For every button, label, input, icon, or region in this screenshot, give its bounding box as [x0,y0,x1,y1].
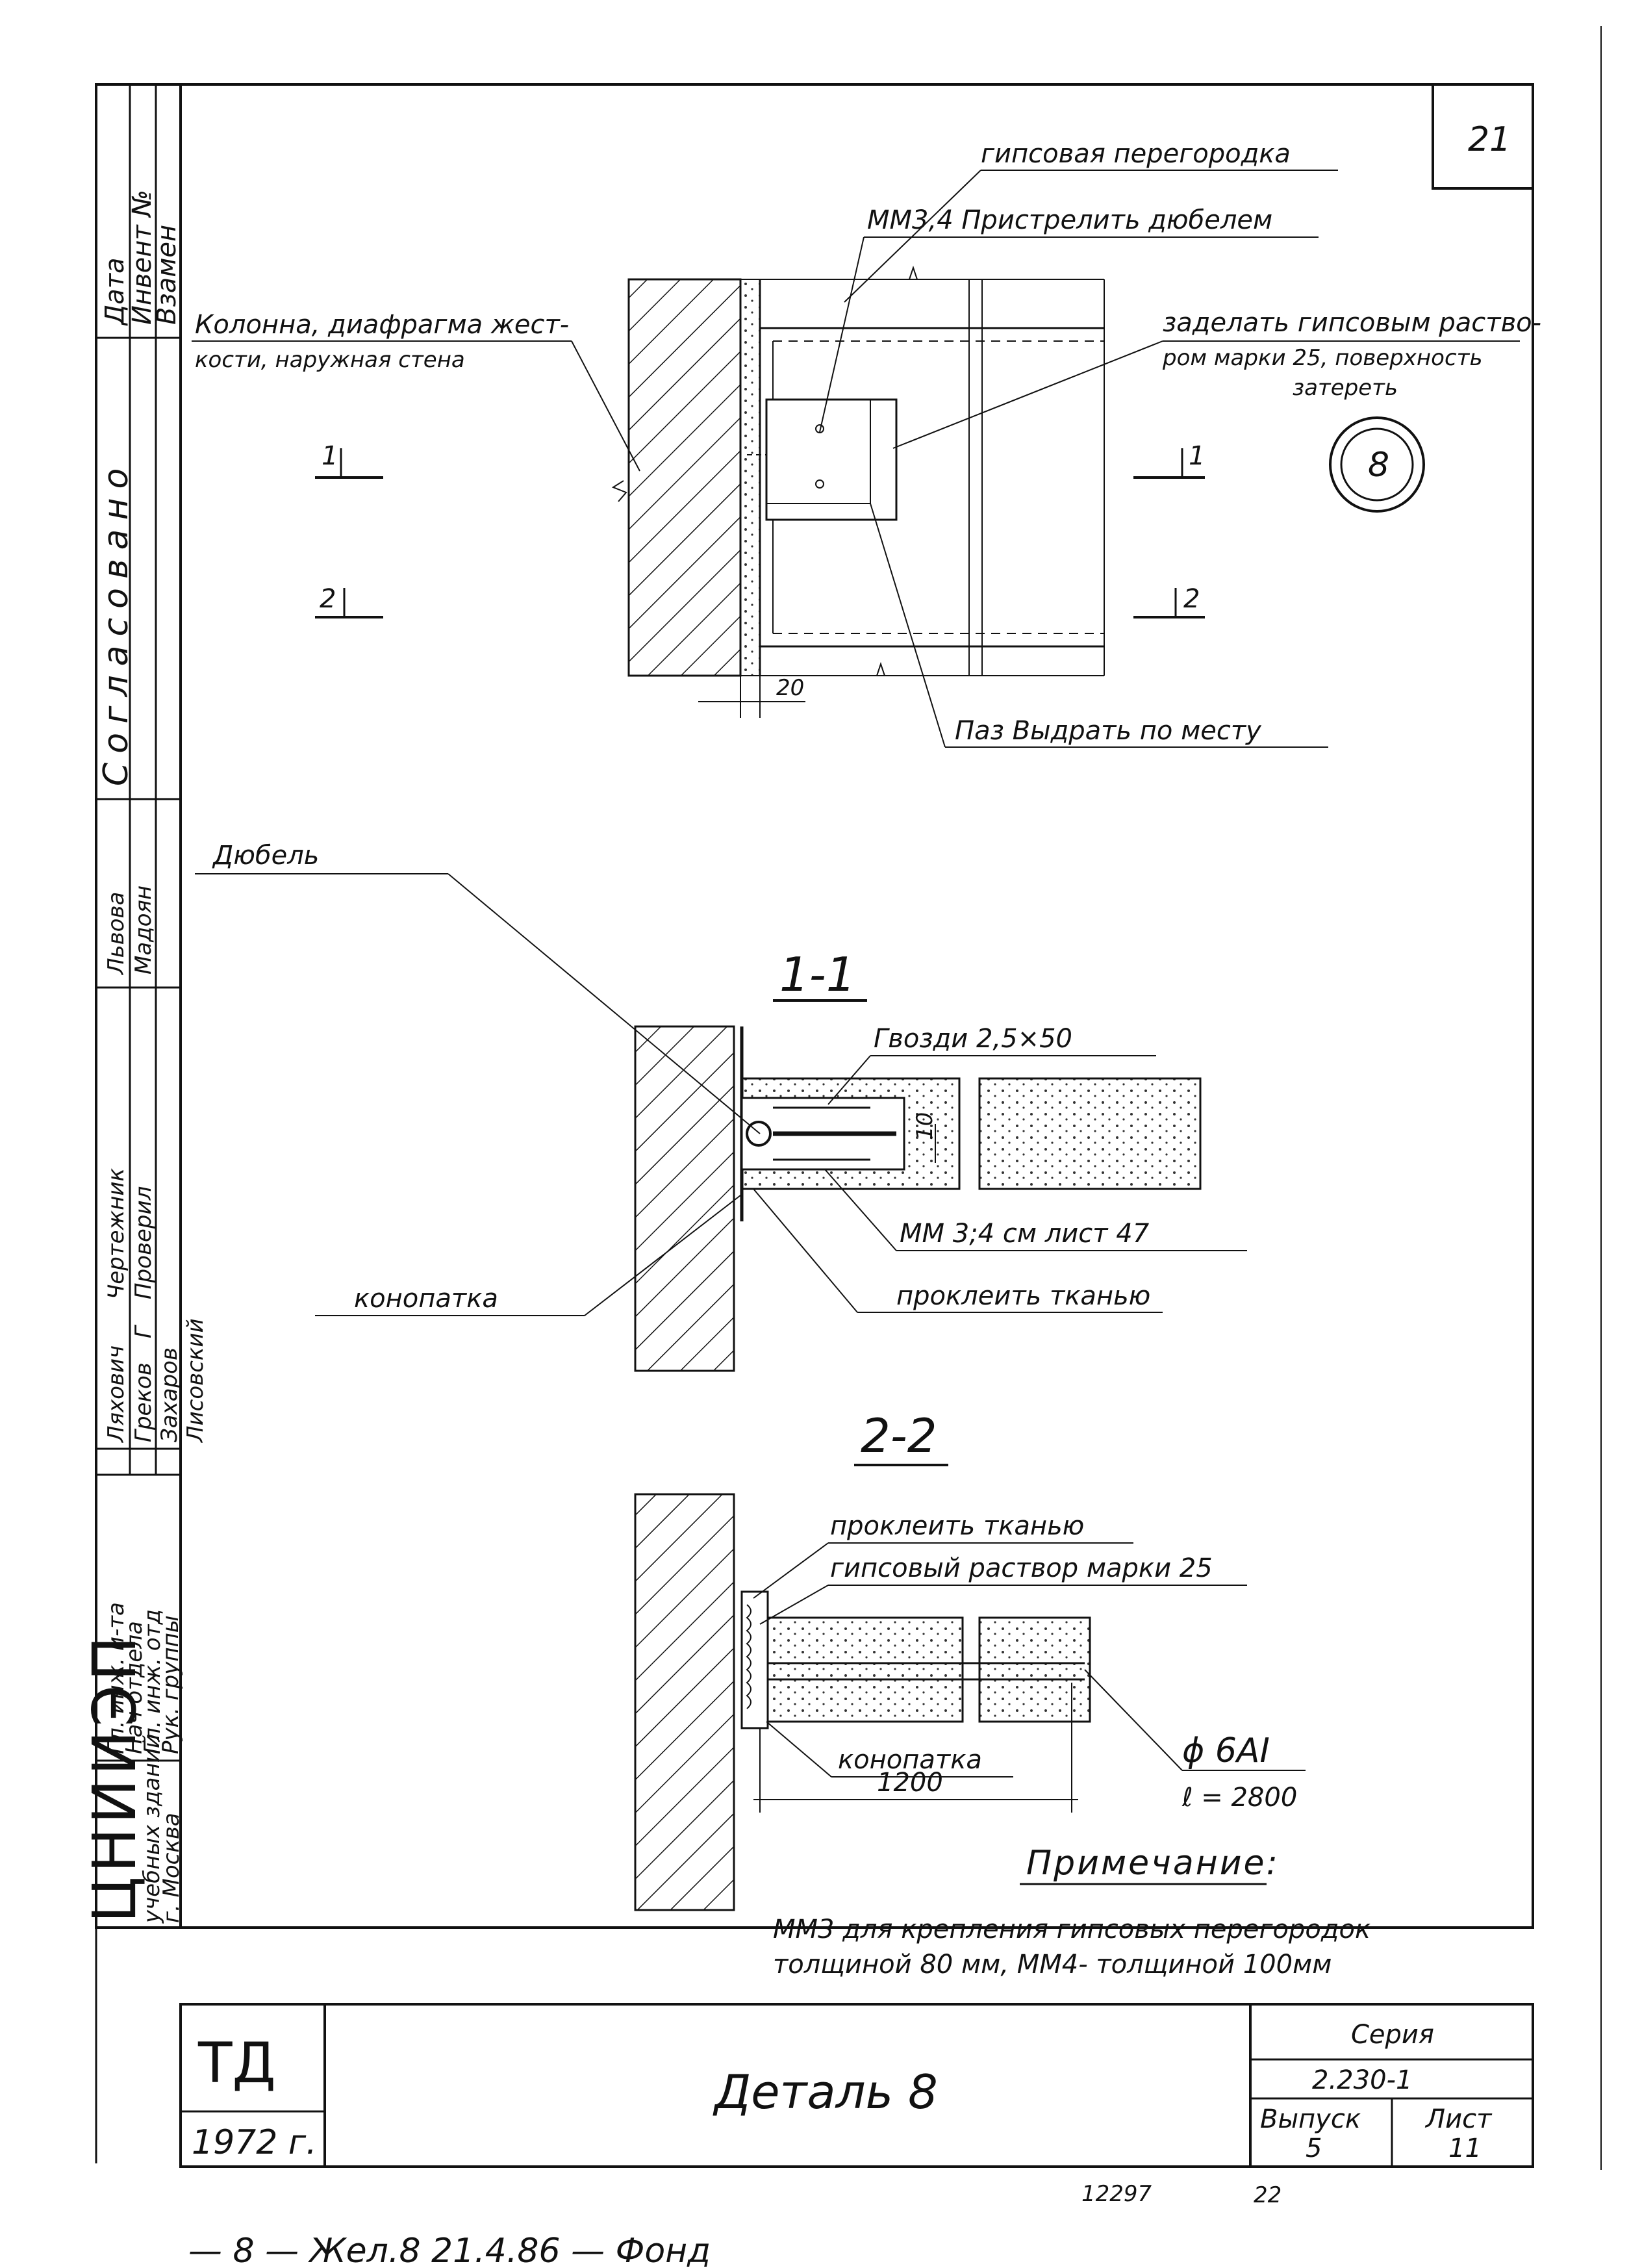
stamp-role-4: Рук. группы [158,1615,184,1754]
label-fill-l1: заделать гипсовым раство- [1163,308,1541,338]
label-fasten: ММ3,4 Пристрелить дюбелем [867,205,1272,235]
label-glue-1: проклеить тканью [896,1281,1150,1311]
sheet-value: 11 [1448,2134,1482,2163]
label-mm: ММ 3;4 см лист 47 [900,1219,1150,1249]
label-mortar-2: гипсовый раствор марки 25 [830,1553,1213,1583]
label-fill-l2: ром марки 25, поверхность [1162,345,1483,371]
dim-10: 10 [912,1112,938,1140]
section-1: 1-1 10 Дюбель Гвозди 2,5×50 ММ 3;4 см ли… [195,841,1247,1372]
section-1-title: 1-1 [779,947,856,1002]
note-heading: Примечание: [1026,1844,1280,1883]
wall-hatch-2 [634,1493,735,1911]
year: 1972 г. [192,2123,317,2162]
stamp-role-2: Нач отдела [121,1621,147,1754]
label-fill-l3: затереть [1293,375,1398,401]
org-abbrev: ТД [197,2031,276,2096]
cut1-right: 1 [1189,441,1205,471]
note: Примечание: ММ3 для крепления гипсовых п… [773,1844,1370,1980]
sheet-corner-number: 21 [1468,120,1511,159]
stamp-replace: Взамен [152,225,182,325]
footer: 12297 22 — 8 — Жел.8 21.4.86 — Фонд [188,2181,1282,2268]
cut2-left: 2 [320,584,336,614]
series-label: Серия [1351,2020,1434,2050]
stamp-role-1: Гл. инж. и-та [103,1602,129,1754]
label-nails: Гвозди 2,5×50 [874,1024,1072,1054]
wall-hatch [627,278,742,677]
stamp-name-right-2: Мадоян [131,886,157,975]
note-line2: толщиной 80 мм, ММ4- толщиной 100мм [773,1950,1332,1980]
stamp-institute-sub1: учебных зданий [139,1734,165,1924]
label-caulk-2: конопатка [838,1745,982,1775]
issue-label: Выпуск [1260,2104,1361,2134]
label-glue-2: проклеить тканью [830,1511,1084,1541]
drawing-title: Деталь 8 [713,2065,938,2119]
label-caulk-1: конопатка [354,1284,498,1314]
cut2-right: 2 [1183,584,1200,614]
section-2: 2-2 1200 проклеить тканью гипсовый раств… [634,1408,1306,1911]
label-column-l2: кости, наружная стена [195,347,465,373]
note-line1: ММ3 для крепления гипсовых перегородок [773,1915,1370,1944]
dim-gap: 20 [776,675,804,701]
label-length: ℓ = 2800 [1181,1783,1297,1813]
cut1-left: 1 [322,441,338,471]
gypsum-fill [740,279,761,676]
label-partition: гипсовая перегородка [981,139,1291,169]
handwritten-note: — 8 — Жел.8 21.4.86 — Фонд [188,2232,711,2268]
detail-marker: 8 [1368,446,1389,485]
side-stamp-text: Дата Инвент № Взамен Согласовано Львова … [80,190,208,1924]
dim-1200: 1200 [877,1768,943,1798]
stamp-name-2: Греков [131,1362,157,1442]
stamp-institute-sub2: г. Москва [158,1813,184,1923]
caulk-2 [740,1590,769,1729]
series-value: 2.230-1 [1312,2065,1412,2095]
label-column-l1: Колонна, диафрагма жест- [195,310,569,340]
label-groove: Паз Выдрать по месту [955,716,1262,746]
archive-no: 12297 [1081,2181,1152,2207]
side-stamp [95,83,182,1929]
partition-1b [978,1077,1202,1190]
wall-hatch-1 [634,1025,735,1372]
partition-2b [978,1616,1091,1723]
stamp-col-draftsman: Чертежник [103,1168,129,1299]
stamp-institute: ЦНИИЭП [80,1632,149,1923]
stamp-name-4: Лисовский [183,1318,208,1444]
stamp-role-3: Гл. инж. отд [140,1609,166,1754]
page-no: 22 [1254,2182,1282,2208]
detail-marker-outer [1329,416,1425,513]
stamp-name-1: Ляхович [103,1345,129,1444]
detail-marker-inner [1340,427,1414,502]
stamp-checked-mark: Г [131,1324,157,1338]
issue-value: 5 [1306,2134,1322,2163]
section-2-title: 2-2 [861,1408,937,1463]
top-view: 20 1 1 2 2 гипсовая перегородка ММ3,4 Пр… [192,139,1541,748]
stamp-col-checked: Проверил [131,1186,157,1299]
title-block-text: ТД 1972 г. Деталь 8 Серия 2.230-1 Выпуск… [192,2020,1493,2163]
corner-number-box: 21 [1432,84,1533,190]
sheet-label: Лист [1424,2104,1493,2134]
stamp-agreed: Согласовано [97,459,136,786]
mm-plate [765,398,898,521]
stamp-name-3: Захаров [157,1347,183,1442]
stamp-inventory: Инвент № [127,190,157,325]
stamp-name-right-1: Львова [103,892,129,976]
label-rebar: ϕ 6AI [1182,1731,1270,1770]
label-dowel: Дюбель [212,841,319,871]
title-block [179,2003,1534,2168]
partition-2 [766,1616,964,1723]
stamp-date: Дата [100,257,130,326]
